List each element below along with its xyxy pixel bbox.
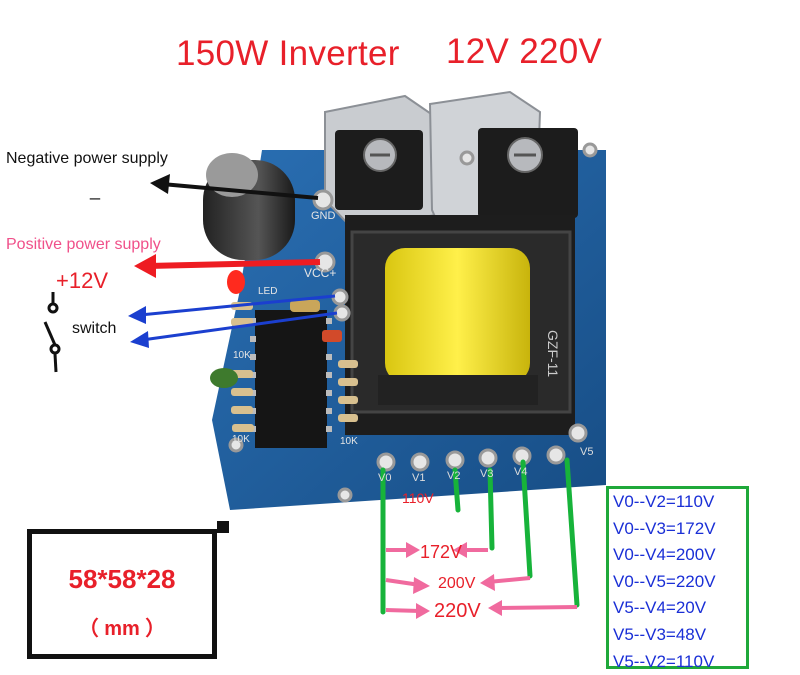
dimensions-box: 58*58*28 （ mm ） [27,529,217,659]
resistor-silk-label-1: 10K [233,350,251,361]
dimensions-unit: （ mm ） [78,618,166,640]
tap-220v-label: 220V [434,600,481,622]
gnd-silk-label: GND [311,210,336,222]
tap-172v-label: 172V [420,542,463,562]
ic-chip [255,310,327,448]
mosfet-right [478,128,578,218]
positive-supply-label: Positive power supply [6,236,161,253]
pin-label-v0: V0 [378,472,392,484]
spec-line: V5--V4=20V [613,598,707,618]
transformer-core [385,248,530,383]
led-indicator [227,270,245,294]
spec-line: V0--V2=110V [613,492,715,511]
spec-line: V5--V3=48V [613,624,707,644]
voltage-spec-list: V0--V2=110V V0--V3=172V V0--V4=200V V0--… [606,486,749,671]
ceramic-capacitor [210,368,238,388]
product-title: 150W Inverter [176,34,400,73]
pin-label-v4: V4 [514,466,528,478]
pin-label-v5: V5 [580,446,594,458]
pin-label-v1: V1 [412,472,426,484]
tap-200v-label: 200V [438,575,476,592]
spec-line: V0--V4=200V [613,545,716,565]
switch-symbol [43,292,61,373]
resistor-silk-label-3: 10K [340,436,358,447]
vcc-silk-label: VCC+ [304,266,337,280]
negative-symbol: _ [90,180,101,200]
pin-label-v2: V2 [447,470,461,482]
dimensions-value: 58*58*28 [68,564,176,594]
plus-12v-label: +12V [56,268,108,293]
voltage-spec-title: 12V 220V [446,32,603,71]
spec-line: V5--V2=110V [613,651,715,671]
spec-line: V0--V3=172V [613,518,716,538]
resistor-silk-label-2: 10K [232,434,250,445]
negative-supply-label: Negative power supply [6,150,168,167]
switch-label: switch [72,320,117,337]
tap-110v-label: 110V [402,490,434,506]
pin-label-v3: V3 [480,468,494,480]
transformer-marking: GZF-11 [545,330,561,377]
dimensions-box-corner [217,521,229,533]
led-silk-label: LED [258,286,278,297]
spec-line: V0--V5=220V [613,571,716,591]
